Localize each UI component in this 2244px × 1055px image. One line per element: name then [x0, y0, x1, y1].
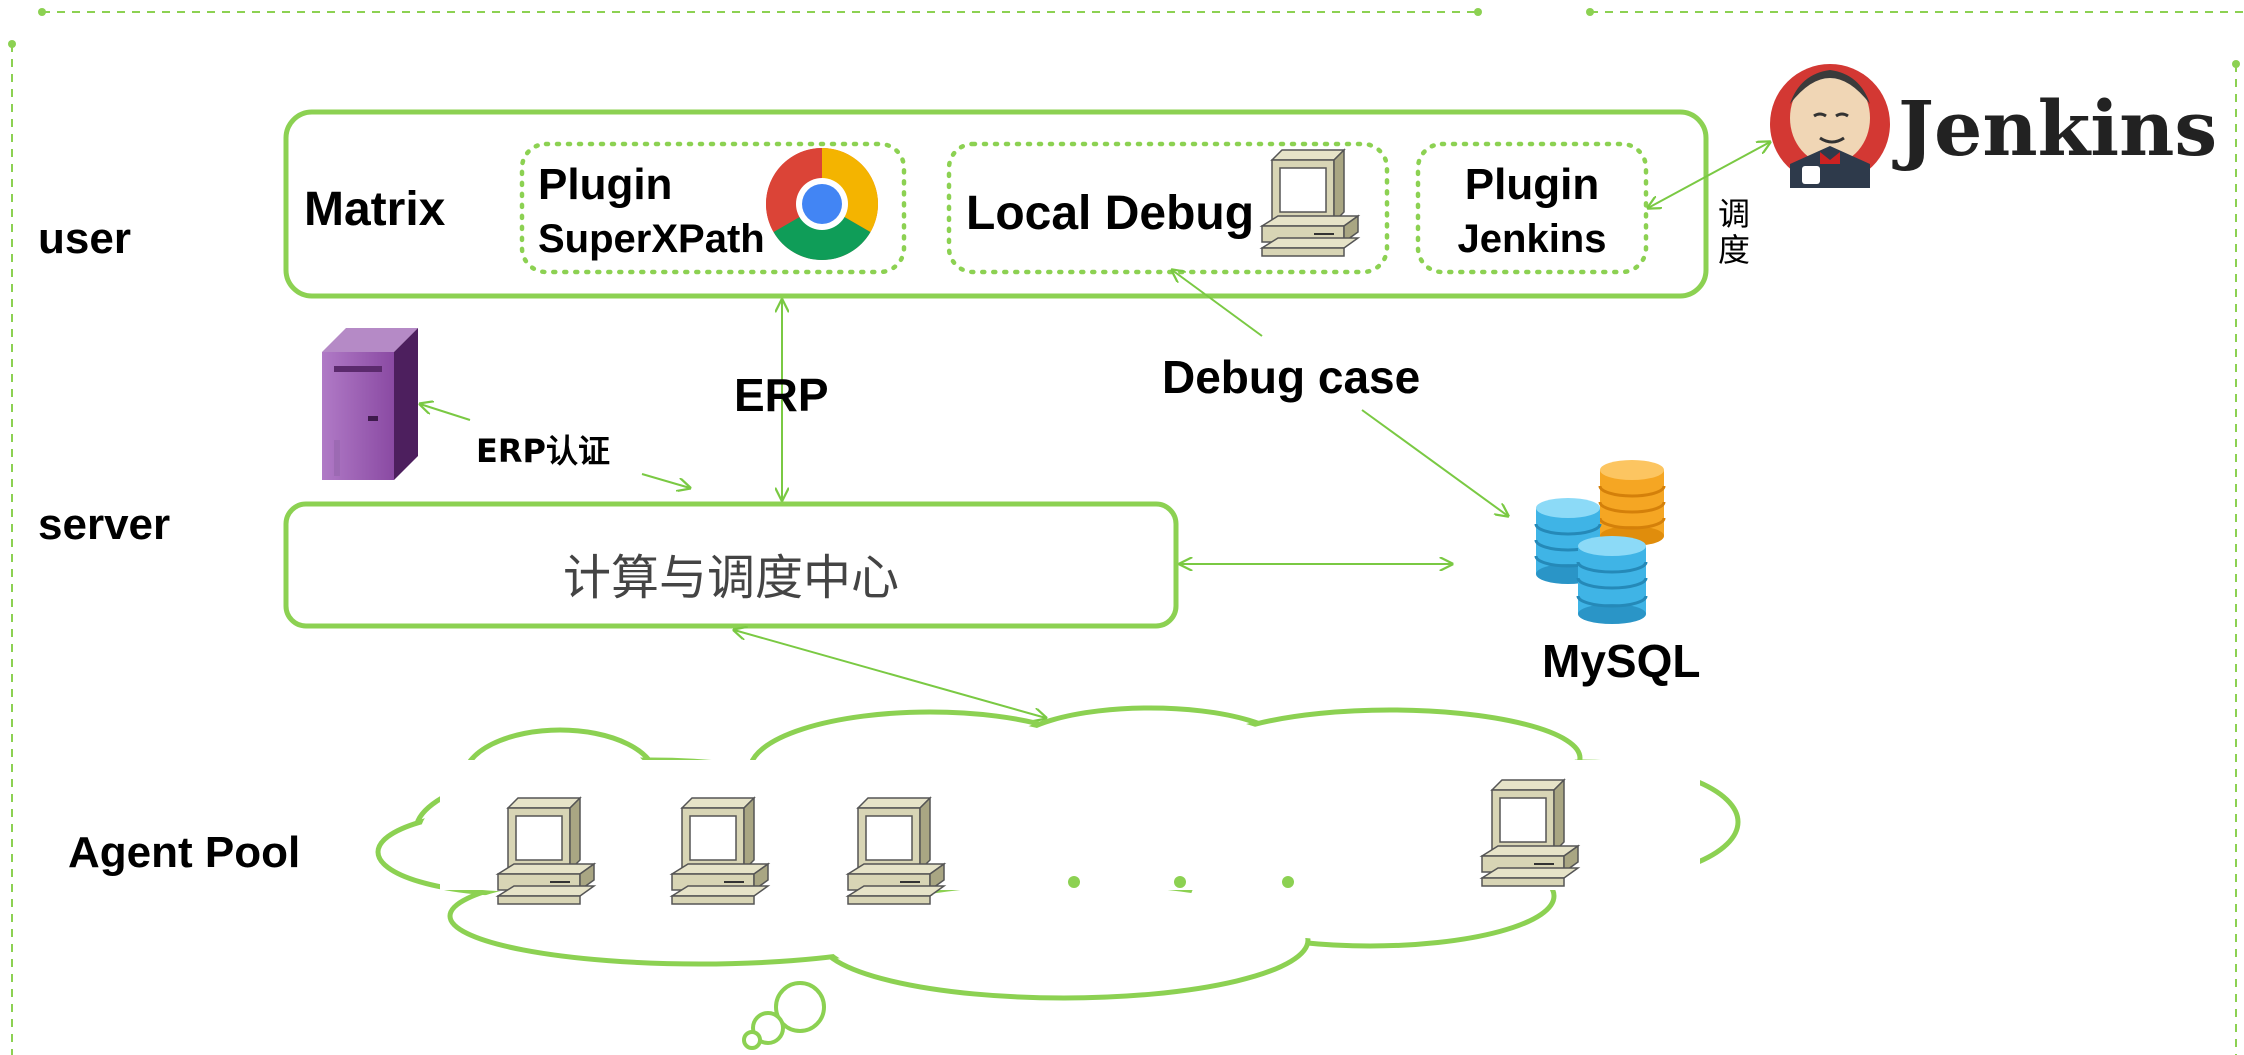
local-debug-label: Local Debug [966, 187, 1255, 240]
debug-case-arrow-up [1172, 270, 1263, 337]
chrome-icon [765, 148, 879, 261]
jenkins-wordmark: Jenkins [1898, 84, 2218, 173]
erp-label: ERP [734, 369, 829, 421]
jenkins-schedule-arrow [1648, 142, 1770, 208]
computer-icon [671, 797, 769, 905]
server-tower-icon [322, 328, 418, 480]
plugin-jenkins-line2: Jenkins [1457, 217, 1607, 261]
thought-bubbles [742, 981, 826, 1050]
compute-center-label: 计算与调度中心 [562, 550, 899, 606]
ellipsis-dots [1068, 876, 1294, 888]
erp-auth-arrow-right [641, 473, 690, 488]
computer-icon [847, 797, 945, 905]
plugin-superxpath-line1: Plugin [538, 160, 673, 209]
mysql-label: MySQL [1542, 635, 1701, 687]
plugin-jenkins-box [1415, 141, 1649, 275]
erp-auth-label: ERP认证 [476, 432, 610, 470]
local-debug-box [946, 141, 1390, 275]
debug-case-label: Debug case [1162, 351, 1421, 403]
schedule-label: 调度 [1718, 195, 1751, 269]
computer-icon [1261, 149, 1359, 257]
row-label-user: user [38, 214, 131, 263]
matrix-label: Matrix [304, 183, 446, 236]
database-icon [1534, 460, 1666, 624]
debug-case-arrow-down [1361, 409, 1508, 516]
frame-dots [8, 8, 2240, 68]
computer-icon [1481, 779, 1579, 887]
erp-auth-arrow-left [420, 404, 471, 421]
center-agent-arrow [734, 630, 1046, 718]
plugin-superxpath-line2: SuperXPath [538, 217, 765, 261]
row-label-server: server [38, 500, 171, 549]
plugin-superxpath-box [519, 141, 907, 275]
plugin-jenkins-line1: Plugin [1464, 160, 1600, 209]
plugin-superxpath-label: Plugin SuperXPath [538, 158, 765, 266]
plugin-jenkins-label: Plugin Jenkins [1418, 158, 1646, 266]
computer-icon [497, 797, 595, 905]
row-label-agent-pool: Agent Pool [68, 828, 301, 877]
jenkins-logo-icon [1770, 64, 1890, 188]
dashed-frame [11, 11, 2244, 1055]
